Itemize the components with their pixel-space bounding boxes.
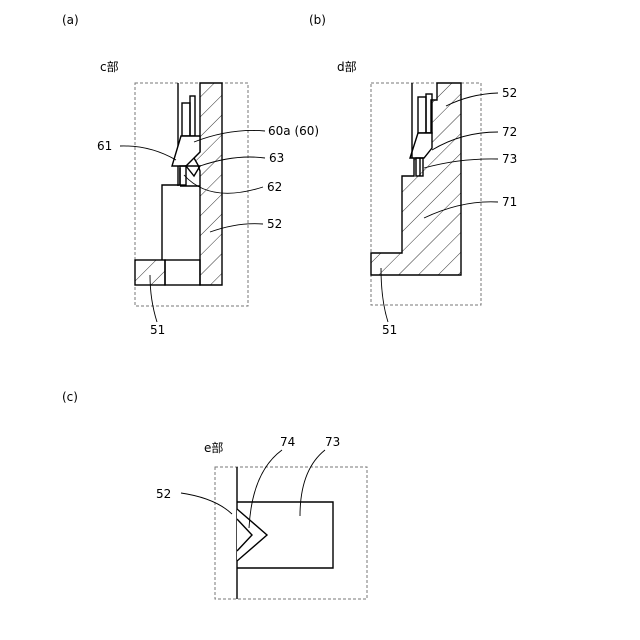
leader-62 [184, 175, 263, 193]
label-71: 71 [502, 195, 517, 209]
panel-a-tag: (a) [62, 13, 79, 27]
part-62 [180, 166, 186, 185]
part-51-gap [165, 260, 200, 285]
panel-a: (a) c部 61 60a (60) 63 62 52 51 [62, 13, 319, 337]
label-51-a: 51 [150, 323, 165, 337]
panel-b-detail-label: d部 [337, 59, 357, 74]
label-52-c: 52 [156, 487, 171, 501]
label-73-b: 73 [502, 152, 517, 166]
label-73-c: 73 [325, 435, 340, 449]
upper-member-b [418, 97, 426, 133]
panel-c-tag: (c) [62, 390, 78, 404]
label-72: 72 [502, 125, 517, 139]
label-74: 74 [280, 435, 295, 449]
upper-member-back [190, 96, 195, 136]
leader-52-c [181, 493, 232, 514]
panel-a-detail-label: c部 [100, 59, 119, 74]
part-52 [194, 83, 222, 285]
panel-b-tag: (b) [309, 13, 326, 27]
part-63 [186, 166, 200, 176]
part-71 [371, 83, 461, 275]
leader-74 [249, 450, 282, 528]
panel-c-detail-label: e部 [204, 440, 223, 455]
label-63: 63 [269, 151, 284, 165]
leader-61 [120, 146, 176, 160]
label-51-b: 51 [382, 323, 397, 337]
upper-member [182, 103, 190, 136]
label-60a: 60a (60) [268, 124, 319, 138]
label-61: 61 [97, 139, 112, 153]
label-52-a: 52 [267, 217, 282, 231]
panel-c: (c) e部 74 73 52 [62, 390, 367, 599]
panel-b: (b) d部 52 72 73 71 51 [309, 13, 517, 337]
leader-51-b [381, 268, 388, 322]
label-52-b: 52 [502, 86, 517, 100]
label-62: 62 [267, 180, 282, 194]
leader-73-c [300, 450, 325, 516]
